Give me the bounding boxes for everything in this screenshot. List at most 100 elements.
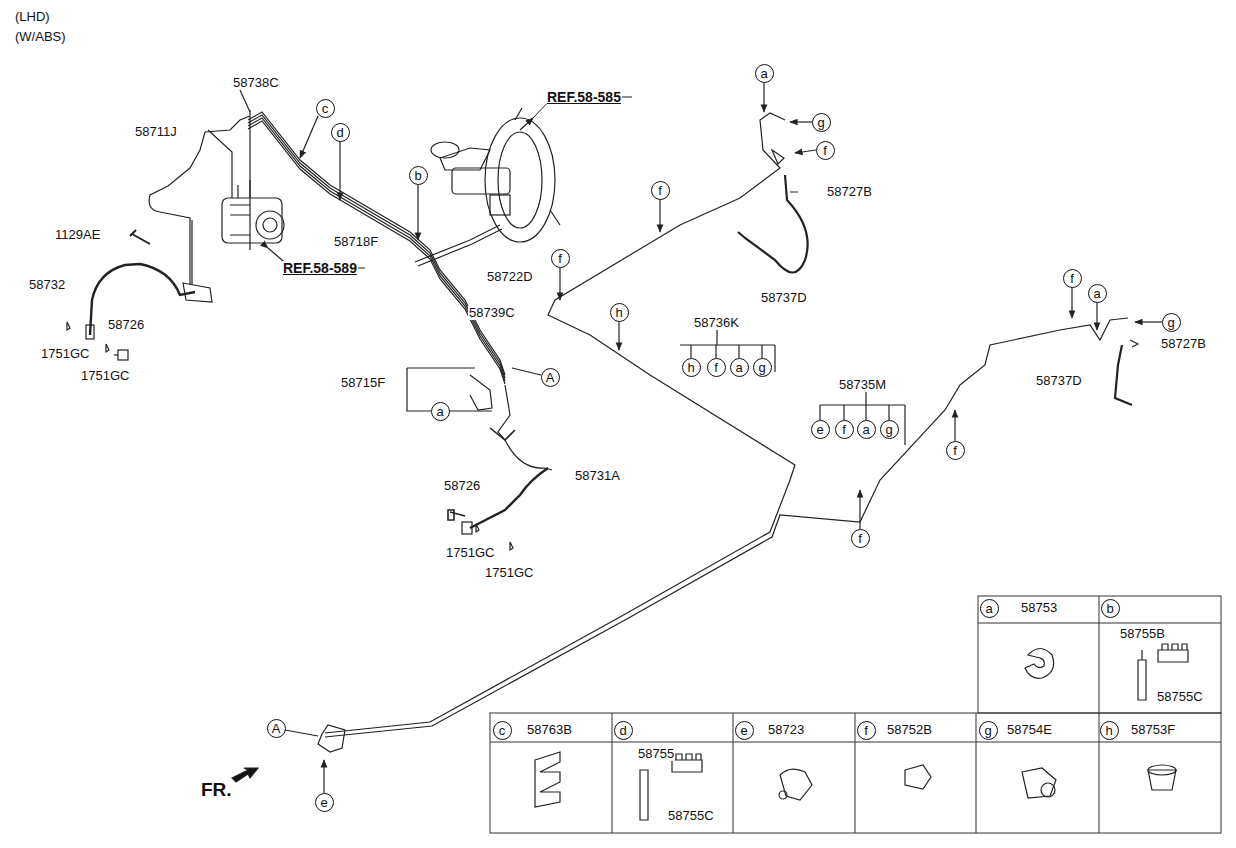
callout-circle: f: [1063, 269, 1082, 288]
callout-letter: e: [740, 724, 747, 737]
callout-circle: g: [753, 358, 772, 377]
callout-letter: g: [1167, 316, 1174, 329]
callout-circle: h: [610, 303, 629, 322]
part-number: 58732: [28, 278, 66, 292]
part-number: (LHD): [14, 10, 51, 24]
part-number: 58755C: [1156, 690, 1204, 704]
callout-circle: e: [811, 420, 830, 439]
callout-letter: f: [858, 532, 862, 545]
part-number: 58737D: [1035, 374, 1083, 388]
callout-circle: a: [755, 64, 774, 83]
callout-circle: h: [682, 358, 701, 377]
part-number: 1129AE: [54, 228, 101, 242]
callout-letter: a: [862, 423, 869, 436]
callout-letter: f: [1070, 272, 1074, 285]
part-number: 58723: [767, 723, 805, 737]
callout-circle: f: [946, 441, 965, 460]
part-number: 58718F: [333, 235, 379, 249]
part-number: 58727B: [826, 185, 873, 199]
callout-letter: A: [546, 371, 555, 384]
callout-letter: a: [1093, 287, 1100, 300]
part-number: 1751GC: [484, 566, 534, 580]
part-number: 58727B: [1160, 337, 1207, 351]
callout-letter: c: [499, 724, 506, 737]
callout-letter: b: [1106, 602, 1113, 615]
callout-letter: h: [687, 361, 694, 374]
callout-circle: f: [551, 249, 570, 268]
callout-circle: f: [857, 721, 876, 740]
callout-circle: e: [735, 721, 754, 740]
part-number: 58754E: [1006, 723, 1053, 737]
callout-letter: e: [816, 423, 823, 436]
part-number: 58722D: [486, 270, 534, 284]
callout-circle: A: [541, 368, 560, 387]
callout-circle: d: [331, 123, 350, 142]
callout-letter: g: [817, 116, 824, 129]
callout-letter: g: [758, 361, 765, 374]
part-number: 58755C: [667, 809, 715, 823]
part-number: 58753: [1020, 601, 1058, 615]
part-number: 58739C: [468, 306, 516, 320]
part-number: 58753F: [1130, 723, 1176, 737]
callout-letter: f: [842, 423, 846, 436]
callout-circle: d: [614, 721, 633, 740]
callout-letter: b: [414, 169, 421, 182]
callout-letter: a: [436, 405, 443, 418]
part-number: 58763B: [526, 723, 573, 737]
part-number: 58738C: [232, 76, 280, 90]
callout-circle: g: [812, 113, 831, 132]
part-number: 58731A: [574, 469, 621, 483]
callout-letter: f: [823, 144, 827, 157]
callout-circle: c: [316, 99, 335, 118]
callout-letter: f: [864, 724, 868, 737]
callout-letter: f: [714, 361, 718, 374]
callout-circle: f: [851, 529, 870, 548]
part-number: 58752B: [886, 723, 933, 737]
part-number: 58715F: [340, 376, 386, 390]
part-number: 58735M: [838, 378, 887, 392]
part-number: 58726: [443, 479, 481, 493]
callout-letter: a: [760, 67, 767, 80]
callout-circle: a: [857, 420, 876, 439]
callout-circle: a: [980, 599, 999, 618]
callout-circle: b: [1101, 599, 1120, 618]
callout-circle: f: [835, 420, 854, 439]
callout-circle: c: [493, 721, 512, 740]
part-number: 1751GC: [445, 546, 495, 560]
callout-letter: g: [885, 423, 892, 436]
direction-label: FR.: [200, 780, 233, 800]
callout-circle: g: [979, 721, 998, 740]
callout-circle: A: [267, 719, 286, 738]
callout-circle: a: [1088, 284, 1107, 303]
callout-circle: b: [409, 166, 428, 185]
callout-letter: e: [320, 796, 327, 809]
callout-circle: a: [730, 358, 749, 377]
callout-letter: a: [735, 361, 742, 374]
callout-letter: g: [984, 724, 991, 737]
callout-letter: h: [615, 306, 622, 319]
callout-letter: h: [1105, 724, 1112, 737]
part-number: 58755B: [1119, 627, 1166, 641]
callout-letter: d: [619, 724, 626, 737]
callout-letter: a: [985, 602, 992, 615]
callout-letter: f: [658, 184, 662, 197]
reference-label: REF.58-589: [282, 261, 358, 275]
callout-letter: d: [336, 126, 343, 139]
part-number: 58737D: [760, 291, 808, 305]
part-number: 58755: [637, 747, 675, 761]
callout-circle: a: [431, 402, 450, 421]
callout-circle: f: [816, 141, 835, 160]
callout-letter: f: [953, 444, 957, 457]
part-number: (W/ABS): [14, 30, 67, 44]
callout-circle: g: [1162, 313, 1181, 332]
callout-letter: f: [558, 252, 562, 265]
part-number: 1751GC: [80, 369, 130, 383]
callout-circle: f: [707, 358, 726, 377]
part-number: 1751GC: [40, 347, 90, 361]
callout-letter: A: [272, 722, 281, 735]
callout-circle: h: [1100, 721, 1119, 740]
callout-letter: c: [322, 102, 329, 115]
part-number: 58736K: [693, 316, 740, 330]
